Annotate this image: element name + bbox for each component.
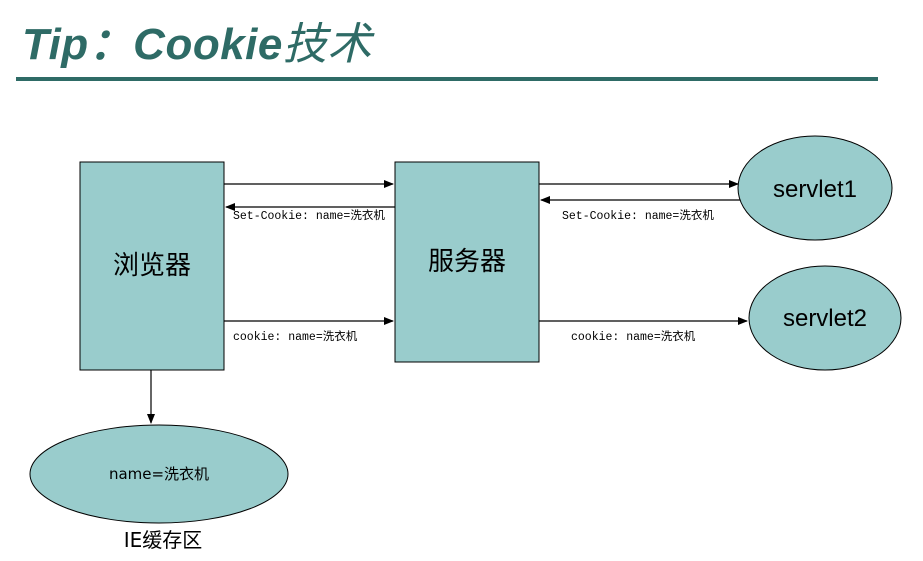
browser-label: 浏览器 bbox=[113, 251, 191, 281]
label-servlet1-to-server-set-cookie: Set-Cookie: name=洗衣机 bbox=[562, 208, 714, 223]
server-node: 服务器 bbox=[394, 161, 540, 363]
label-server-to-browser-set-cookie: Set-Cookie: name=洗衣机 bbox=[233, 208, 385, 223]
ie-cache-node: name=洗衣机 bbox=[29, 424, 289, 524]
label-server-to-servlet2-cookie: cookie: name=洗衣机 bbox=[571, 329, 696, 344]
browser-node: 浏览器 bbox=[79, 161, 225, 371]
servlet2-node: servlet2 bbox=[748, 265, 902, 371]
servlet1-node: servlet1 bbox=[737, 135, 893, 241]
server-label: 服务器 bbox=[428, 247, 506, 277]
cache-content: name=洗衣机 bbox=[109, 465, 209, 483]
servlet1-label: servlet1 bbox=[773, 176, 857, 203]
title-cjk: 技术 bbox=[282, 20, 372, 69]
cache-caption: IE缓存区 bbox=[124, 528, 203, 552]
title-latin: Tip：Cookie bbox=[22, 20, 283, 69]
label-browser-to-server-cookie: cookie: name=洗衣机 bbox=[233, 329, 358, 344]
title-divider bbox=[16, 77, 878, 81]
page-title: Tip：Cookie技术 bbox=[22, 8, 372, 72]
servlet2-label: servlet2 bbox=[783, 305, 867, 332]
